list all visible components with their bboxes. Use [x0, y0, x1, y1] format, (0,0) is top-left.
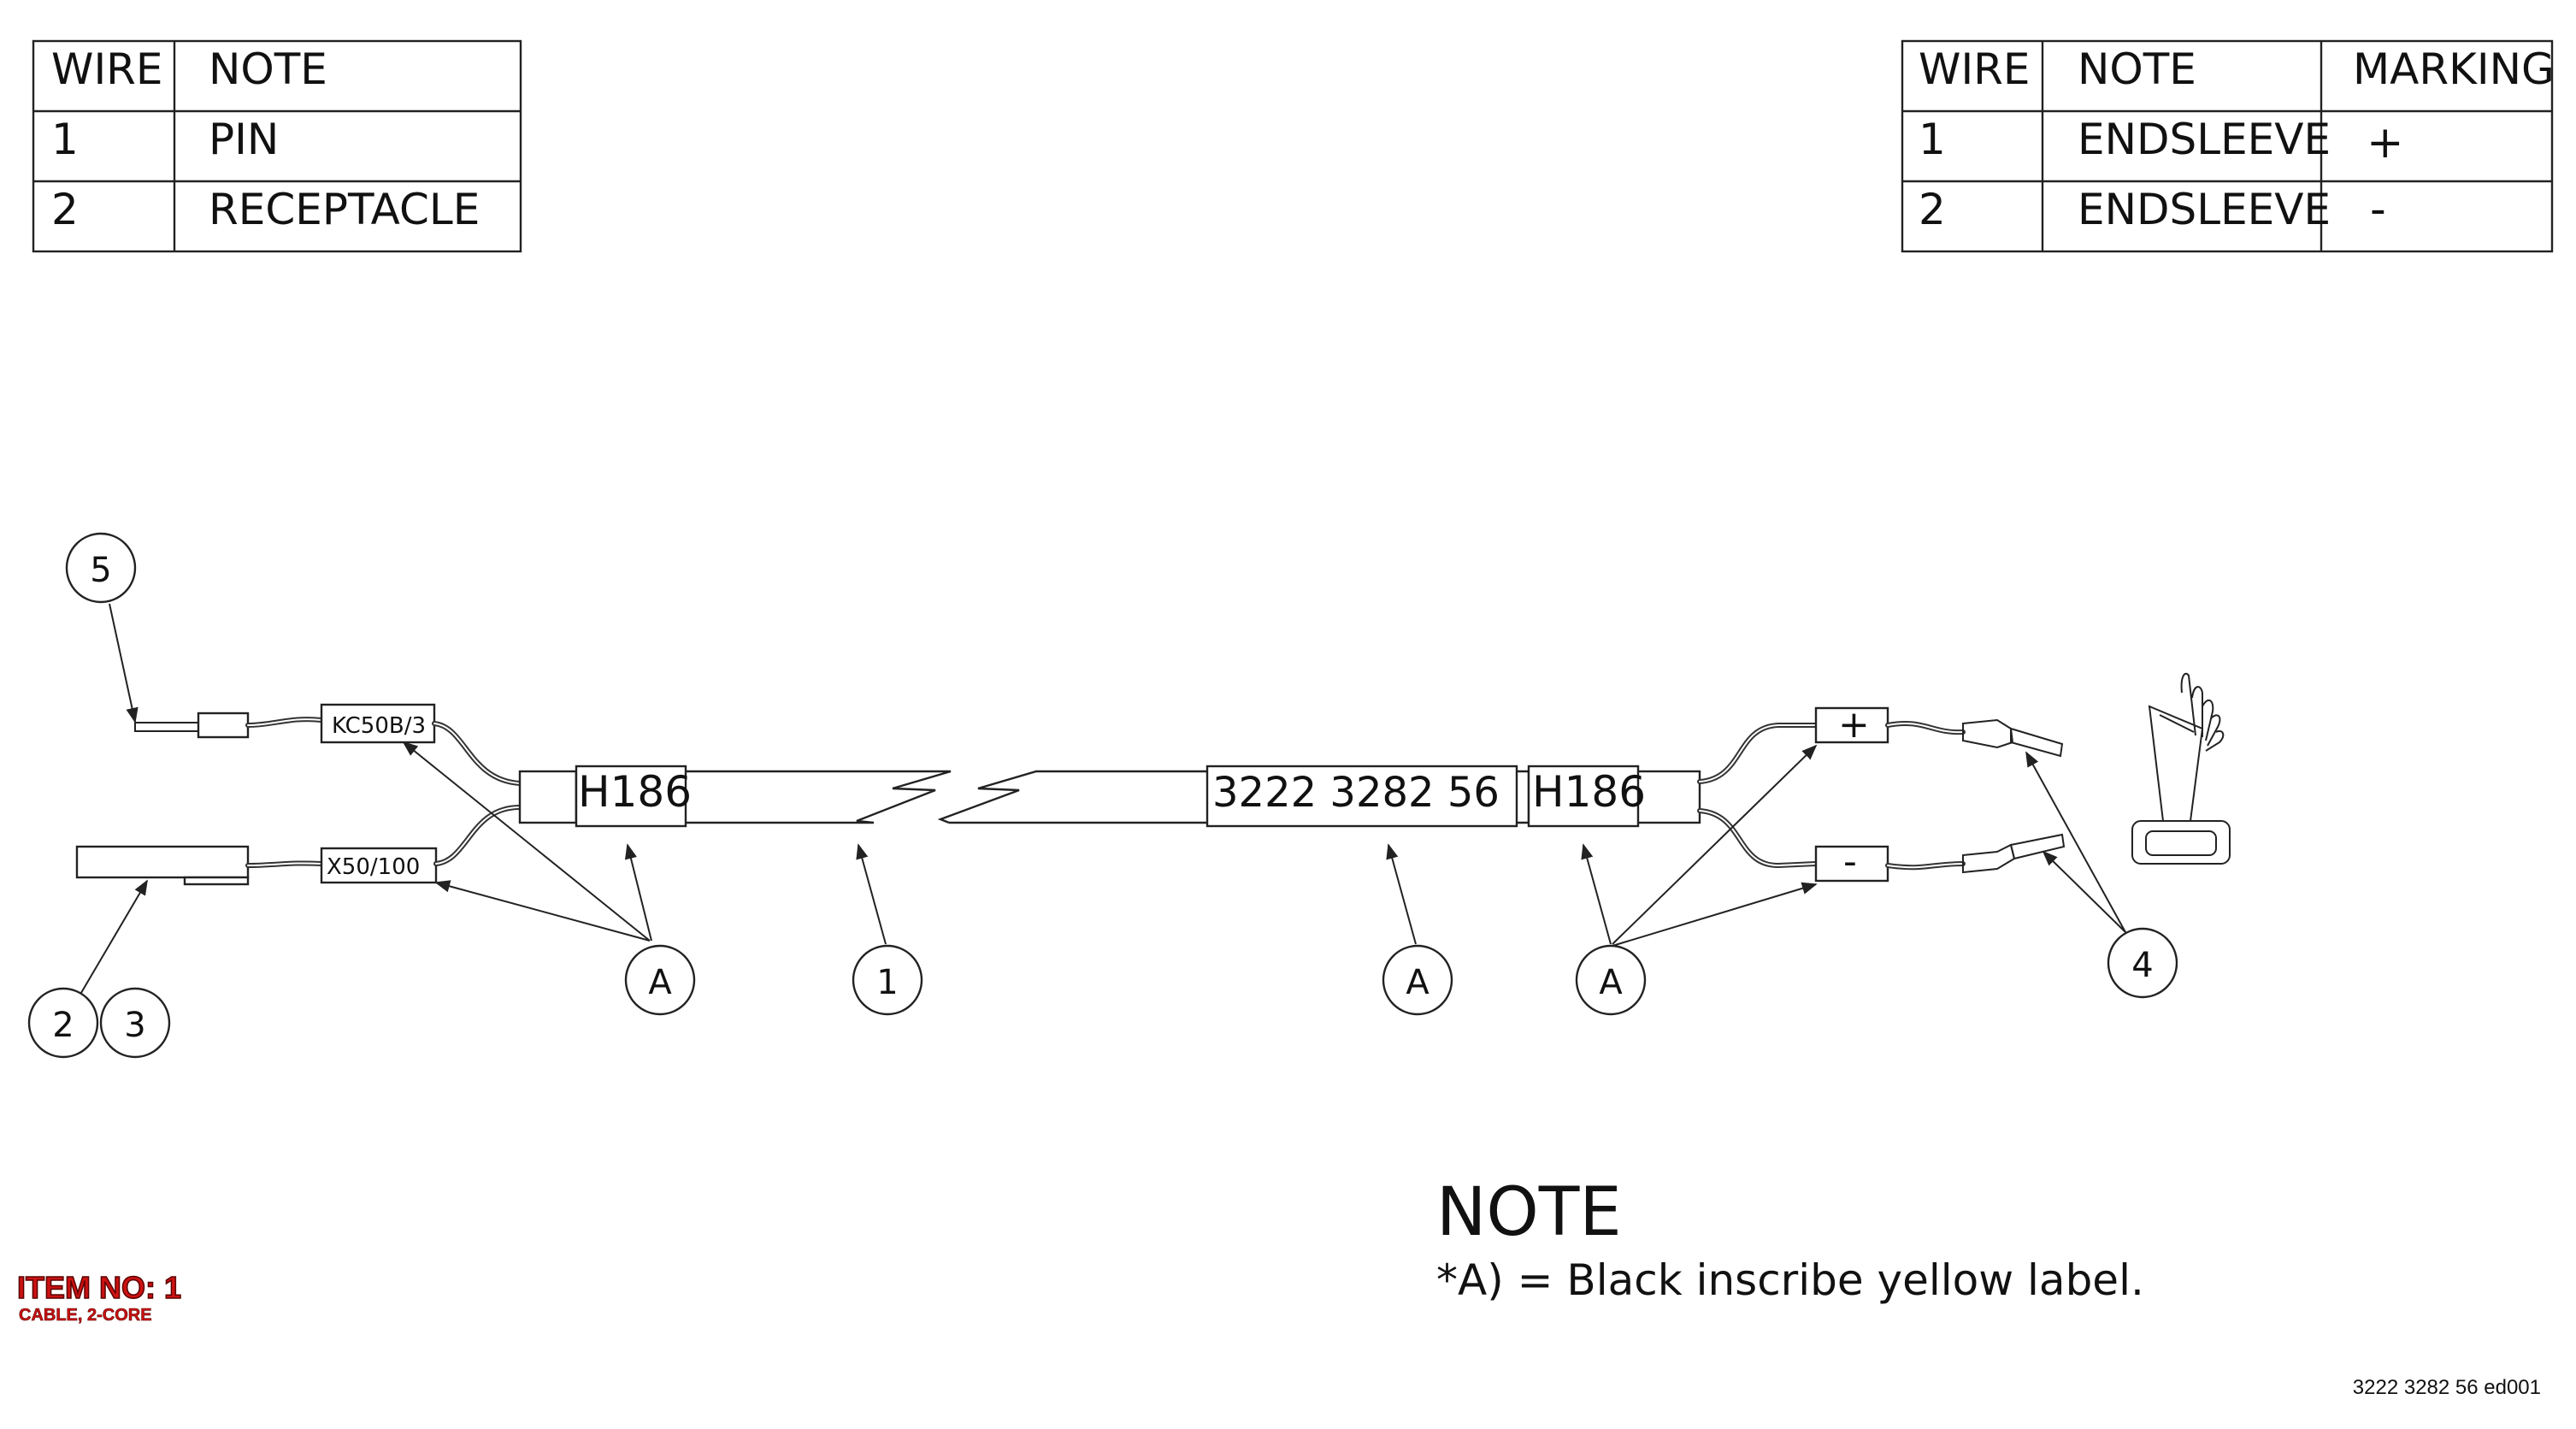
table-left-header-note: NOTE [209, 44, 327, 94]
cable-body: H186 3222 3282 56 H186 [518, 765, 1701, 828]
plus-marker-label: + [1838, 703, 1870, 747]
endsleeve-bottom [1962, 833, 2066, 874]
balloon-a-right-text: A [1599, 963, 1623, 1002]
label-h186-right-text: H186 [1532, 767, 1646, 817]
balloon-4-text: 4 [2131, 946, 2153, 985]
balloon-3: 3 [99, 987, 171, 1059]
pin-tip [134, 722, 199, 732]
label-cable-number-text: 3222 3282 56 [1212, 769, 1500, 817]
balloon-5: 5 [65, 532, 137, 604]
table-right-cell: - [2370, 184, 2386, 235]
balloon-a-center: A [1382, 944, 1453, 1016]
left-connector-assembly: KC50B/3 X50/100 [75, 703, 522, 886]
note-text: *A) = Black inscribe yellow label. [1436, 1255, 2144, 1305]
table-right-cell: 2 [1919, 185, 1946, 234]
table-right-cell: + [2367, 117, 2404, 168]
x50-connector [320, 847, 438, 884]
receptacle-body [75, 845, 250, 879]
table-right-header-marking: MARKING [2353, 44, 2555, 94]
item-block: ITEM NO: 1 CABLE, 2-CORE [16, 1269, 182, 1325]
item-title: ITEM NO: 1 [17, 1270, 181, 1305]
balloon-a-left-text: A [648, 963, 672, 1002]
table-right-cell: ENDSLEEVE [2078, 115, 2331, 164]
balloon-a-right: A [1575, 944, 1647, 1016]
crimp-tool-illustration [2131, 672, 2231, 865]
table-left-header-wire: WIRE [51, 44, 163, 94]
minus-marker-label: - [1843, 840, 1857, 883]
minus-marker-sleeve [1814, 845, 1889, 883]
note-title: NOTE [1436, 1174, 1622, 1251]
left-shrink [518, 770, 578, 824]
balloon-3-text: 3 [124, 1006, 145, 1045]
note-block: NOTE *A) = Black inscribe yellow label. [1436, 1174, 2144, 1305]
right-endsleeve-assembly: + - [1697, 672, 2231, 883]
table-left-cell: PIN [209, 115, 279, 164]
plus-marker-sleeve [1814, 706, 1889, 744]
table-left-cell: 2 [51, 185, 79, 234]
leader-lines [78, 603, 2126, 998]
balloon-a-center-text: A [1406, 963, 1429, 1002]
label-cable-number [1205, 765, 1518, 828]
endsleeve-top [1962, 718, 2064, 758]
balloon-2: 2 [27, 987, 99, 1059]
drawing-number: 3222 3282 56 ed001 [2353, 1376, 2541, 1399]
item-subtitle: CABLE, 2-CORE [19, 1306, 152, 1325]
kc50b-connector [320, 703, 436, 744]
kc50b-connector-label: KC50B/3 [332, 713, 426, 739]
table-right-cell: 1 [1919, 115, 1946, 164]
balloon-5-text: 5 [90, 551, 111, 590]
balloon-1-text: 1 [876, 963, 898, 1002]
x50-connector-label: X50/100 [327, 854, 420, 880]
label-h186-left-text: H186 [578, 767, 692, 817]
balloon-2-text: 2 [52, 1006, 74, 1045]
table-right-header-note: NOTE [2078, 44, 2196, 94]
balloon-1: 1 [852, 944, 923, 1016]
cable-left-section [576, 770, 952, 824]
pin-sleeve [197, 712, 250, 739]
label-h186-right [1527, 765, 1640, 828]
wire-note-table-left: WIRE NOTE 1 PIN 2 RECEPTACLE [32, 39, 522, 253]
table-right-header-wire: WIRE [1919, 44, 2031, 94]
balloon-a-left: A [624, 944, 696, 1016]
balloon-4: 4 [2107, 927, 2178, 999]
table-left-cell: 1 [51, 115, 79, 164]
label-h186-left [575, 765, 687, 828]
wire-note-marking-table-right: WIRE NOTE MARKING 1 ENDSLEEVE + 2 ENDSLE… [1901, 39, 2555, 253]
receptacle-foot [183, 876, 250, 886]
table-left-cell: RECEPTACLE [209, 185, 480, 234]
table-right-cell: ENDSLEEVE [2078, 185, 2331, 234]
